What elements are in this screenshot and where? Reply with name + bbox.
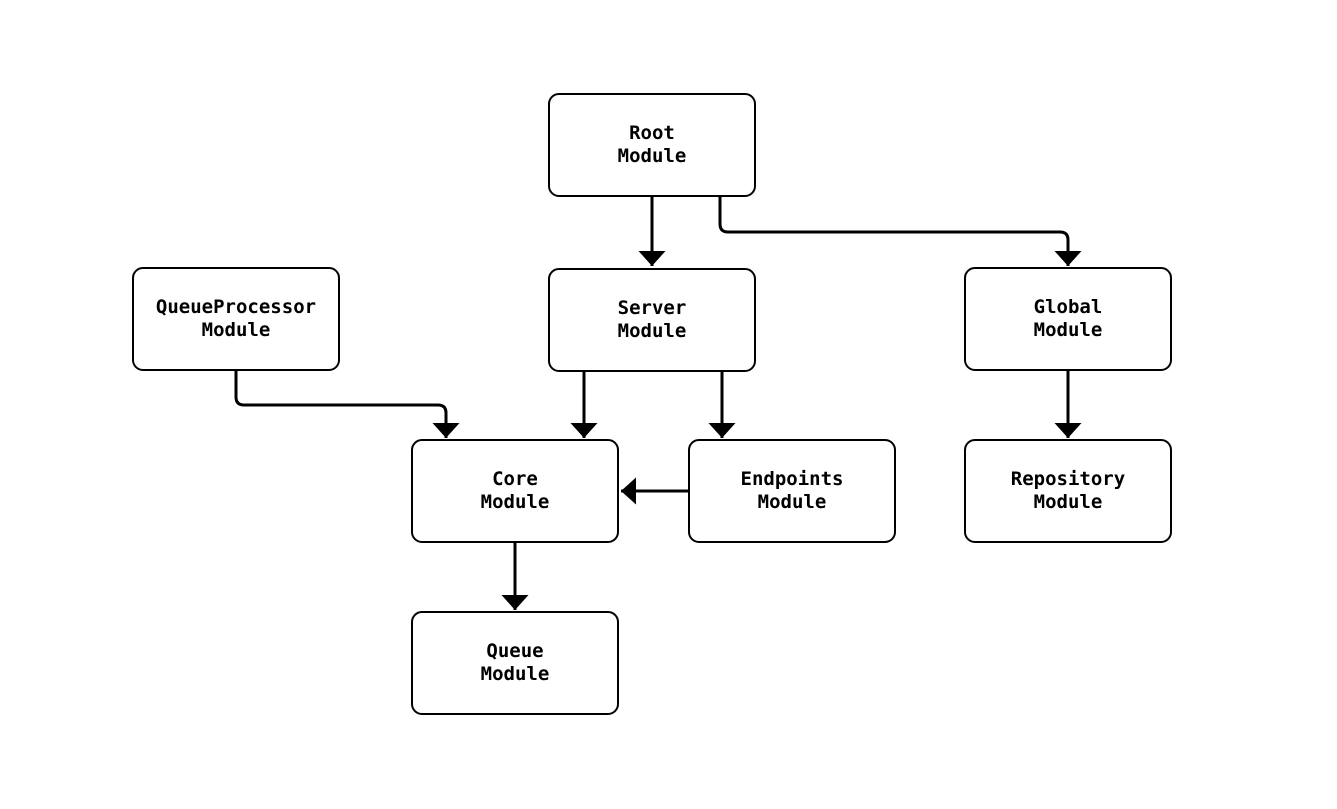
edge-root-to-global [718,197,1082,266]
node-endpoints-module-name: Endpoints [740,468,844,490]
node-endpoints-module: Endpoints Module [688,439,896,543]
node-server-module-name: Server [617,297,687,319]
node-root-module: Root Module [548,93,756,197]
node-root-module-suffix: Module [617,145,687,167]
node-global-module-name: Global [1033,296,1103,318]
node-core-module-suffix: Module [480,491,550,513]
node-core-module: Core Module [411,439,619,543]
node-core-module-name: Core [492,468,538,490]
node-queueprocessor-module-name: QueueProcessor [155,296,317,318]
node-endpoints-module-suffix: Module [757,491,827,513]
node-repository-module-suffix: Module [1033,491,1103,513]
node-queue-module: Queue Module [411,611,619,715]
node-repository-module: Repository Module [964,439,1172,543]
node-queueprocessor-module-suffix: Module [201,319,271,341]
node-root-module-name: Root [629,122,675,144]
edge-queueprocessor-to-core [234,371,460,438]
node-repository-module-name: Repository [1010,468,1126,490]
node-server-module: Server Module [548,268,756,372]
node-queue-module-name: Queue [486,640,544,662]
node-server-module-suffix: Module [617,320,687,342]
node-queueprocessor-module: QueueProcessor Module [132,267,340,371]
node-global-module: Global Module [964,267,1172,371]
node-global-module-suffix: Module [1033,319,1103,341]
node-queue-module-suffix: Module [480,663,550,685]
